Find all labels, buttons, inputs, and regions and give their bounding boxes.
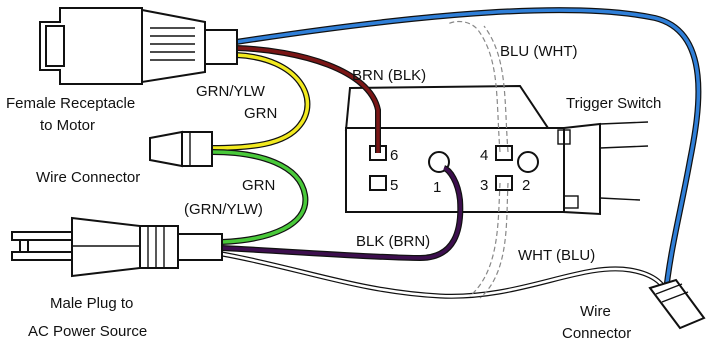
- label-wire-connector-right-2: Connector: [562, 325, 631, 342]
- terminal-3: [495, 175, 513, 191]
- female-receptacle: [39, 7, 238, 85]
- label-grn-ylw-top: GRN/YLW: [196, 83, 266, 100]
- labels: Female Receptacle to Motor Wire Connecto…: [6, 43, 661, 342]
- terminal-2-post: [517, 151, 539, 173]
- purple-wire: [221, 166, 463, 260]
- green-wire: [211, 150, 308, 244]
- white-wire: [221, 252, 670, 301]
- wire-connector-right: [648, 278, 706, 330]
- label-wire-connector-right-1: Wire: [580, 303, 611, 320]
- label-male-plug-1: Male Plug to: [50, 295, 133, 312]
- terminal-label-2: 2: [522, 177, 530, 194]
- label-wht-blu: WHT (BLU): [518, 247, 595, 264]
- label-brn-blk: BRN (BLK): [352, 67, 426, 84]
- label-wire-connector-left: Wire Connector: [36, 169, 140, 186]
- terminal-1: [428, 151, 450, 173]
- brown-wire: [235, 46, 380, 153]
- label-blk-brn: BLK (BRN): [356, 233, 430, 250]
- male-plug: [11, 216, 223, 278]
- terminal-label-6: 6: [390, 147, 398, 164]
- label-grn-ylw-bottom: (GRN/YLW): [184, 201, 263, 218]
- label-female-receptacle-2: to Motor: [40, 117, 95, 134]
- terminal-label-1: 1: [433, 179, 441, 196]
- label-male-plug-2: AC Power Source: [28, 323, 147, 340]
- trigger-switch: [344, 84, 649, 216]
- wire-connector-left: [149, 130, 213, 168]
- label-grn-bottom: GRN: [242, 177, 275, 194]
- blue-wire: [235, 8, 701, 301]
- label-grn-top: GRN: [244, 105, 277, 122]
- label-blu-wht: BLU (WHT): [500, 43, 578, 60]
- terminal-4: [495, 145, 513, 161]
- dashed-wire-terminal-3: [469, 182, 501, 297]
- yellow-wire: [211, 53, 310, 150]
- label-trigger-switch: Trigger Switch: [566, 95, 661, 112]
- terminal-label-4: 4: [480, 147, 488, 164]
- label-female-receptacle-1: Female Receptacle: [6, 95, 135, 112]
- dashed-wire-terminal-4: [447, 20, 501, 153]
- wires: [211, 7, 702, 301]
- terminal-label-3: 3: [480, 177, 488, 194]
- terminal-5: [369, 175, 387, 191]
- terminal-label-5: 5: [390, 177, 398, 194]
